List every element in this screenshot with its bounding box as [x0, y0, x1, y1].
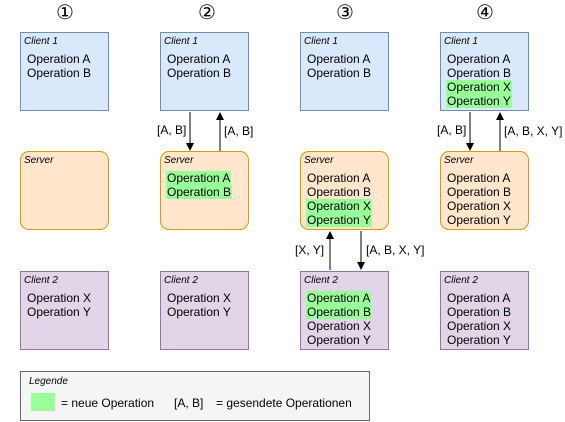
operation-item: Operation Y	[447, 333, 511, 347]
operation-item-new: Operation Y	[446, 94, 512, 108]
client1-title: Client 1	[304, 36, 338, 47]
operation-item: Operation A	[447, 52, 511, 66]
step-number-2: ②	[198, 0, 216, 24]
operation-item: Operation A	[307, 171, 371, 185]
operation-item: Operation Y	[167, 305, 231, 319]
operation-item: Operation Y	[447, 213, 511, 227]
arrow-label-step3-return: [A, B, X, Y]	[366, 243, 425, 257]
arrow-label-step2-return: [A, B]	[224, 124, 254, 138]
operation-item: Operation X	[27, 291, 92, 305]
operation-item: Operation Y	[27, 305, 91, 319]
operation-item: Operation A	[27, 52, 91, 66]
arrow-label-step4-return: [A, B, X, Y]	[504, 124, 563, 138]
operation-item-new: Operation A	[166, 171, 232, 185]
client2-title: Client 2	[24, 275, 58, 286]
operation-item-new: Operation Y	[306, 213, 372, 227]
operation-item: Operation A	[447, 171, 511, 185]
operation-item: Operation X	[167, 291, 232, 305]
server-title: Server	[24, 155, 54, 166]
step-number-3: ③	[336, 0, 354, 24]
operation-item-new: Operation B	[306, 305, 373, 319]
arrow-label-step4-send: [A, B]	[437, 123, 467, 137]
client2-title: Client 2	[444, 275, 478, 286]
operation-item: Operation B	[447, 305, 512, 319]
legend-new-op-text: = neue Operation	[61, 396, 155, 410]
server-title: Server	[444, 155, 474, 166]
client2-title: Client 2	[304, 275, 338, 286]
step-number-1: ①	[56, 0, 74, 24]
operation-item: Operation A	[447, 291, 511, 305]
operation-item-new: Operation B	[166, 185, 233, 199]
arrow-label-step3-send: [X, Y]	[295, 243, 325, 257]
operation-item: Operation X	[307, 319, 372, 333]
operation-item: Operation X	[447, 319, 512, 333]
step-number-4: ④	[476, 0, 494, 24]
legend-sent-desc: = gesendete Operationen	[216, 396, 352, 410]
server-title: Server	[164, 155, 194, 166]
operation-item: Operation B	[307, 66, 372, 80]
operation-item: Operation A	[167, 52, 231, 66]
legend: Legende = neue Operation [A, B] = gesend…	[20, 371, 370, 421]
server-box-step1: Server	[20, 151, 109, 230]
legend-sent-example: [A, B]	[174, 396, 204, 410]
operation-item: Operation B	[447, 185, 512, 199]
operation-item-new: Operation X	[306, 199, 373, 213]
legend-new-op-swatch	[31, 393, 55, 411]
operation-item: Operation Y	[307, 333, 371, 347]
client1-title: Client 1	[24, 36, 58, 47]
server-title: Server	[304, 155, 334, 166]
operation-item: Operation B	[27, 66, 92, 80]
client2-title: Client 2	[164, 275, 198, 286]
operation-item-new: Operation X	[446, 80, 513, 94]
client1-title: Client 1	[164, 36, 198, 47]
client1-title: Client 1	[444, 36, 478, 47]
operation-item: Operation X	[447, 199, 512, 213]
operation-item: Operation B	[167, 66, 232, 80]
operation-item: Operation B	[447, 66, 512, 80]
operation-item: Operation A	[307, 52, 371, 66]
operation-item: Operation B	[307, 185, 372, 199]
legend-title: Legende	[29, 376, 68, 387]
operation-item-new: Operation A	[306, 291, 372, 305]
arrow-label-step2-send: [A, B]	[157, 123, 187, 137]
